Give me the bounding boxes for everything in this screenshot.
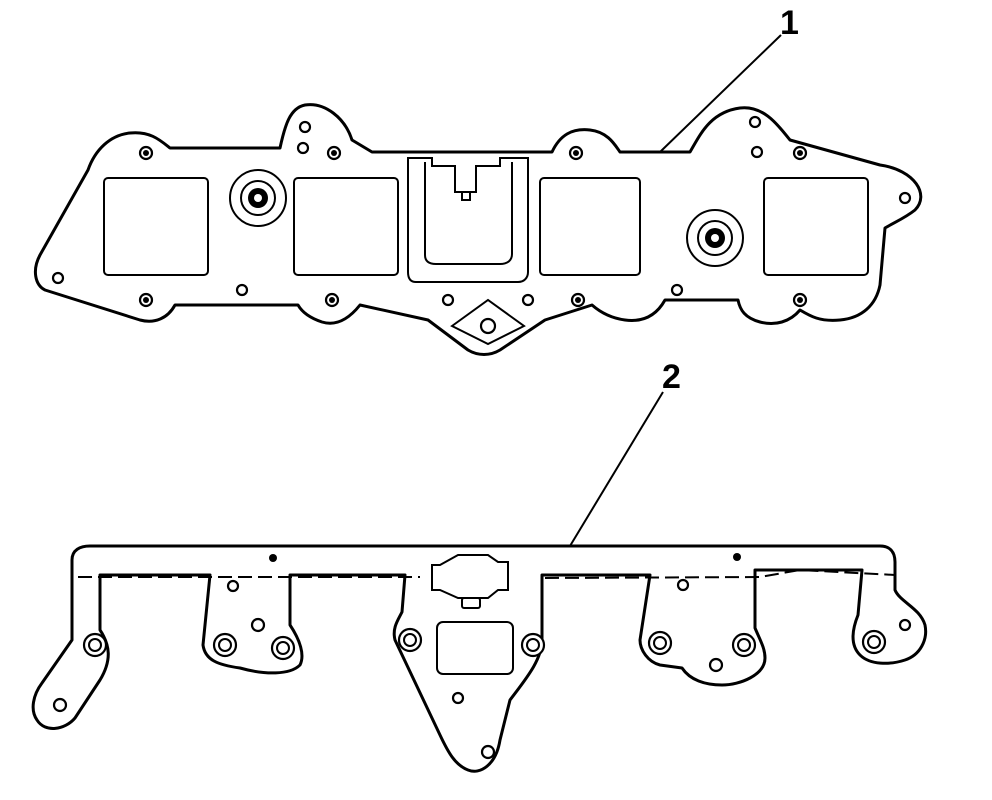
callout-1: 1 bbox=[659, 4, 799, 153]
upper-gasket bbox=[33, 103, 923, 356]
center-key-notch bbox=[455, 191, 476, 201]
lower-bracket bbox=[31, 544, 928, 773]
lower-bolt-bosses bbox=[82, 627, 887, 661]
callout-label-2: 2 bbox=[662, 358, 681, 396]
center-slot-outer bbox=[407, 157, 529, 283]
port-3 bbox=[539, 177, 641, 276]
center-slot-inner bbox=[424, 162, 513, 265]
diamond-tab-hole bbox=[479, 317, 497, 335]
leader-line-1 bbox=[659, 34, 782, 153]
connector-tab bbox=[461, 597, 481, 609]
callout-label-1: 1 bbox=[780, 4, 799, 42]
locator-dot-right bbox=[733, 553, 741, 561]
lower-bracket-outline bbox=[31, 544, 928, 773]
upper-small-holes bbox=[51, 115, 912, 307]
locator-dot-left bbox=[269, 554, 277, 562]
connector-cutout bbox=[431, 554, 509, 599]
leader-line-2 bbox=[569, 391, 664, 547]
port-1 bbox=[103, 177, 209, 276]
bend-line bbox=[78, 568, 896, 579]
port-4 bbox=[763, 177, 869, 276]
upper-gasket-outline bbox=[33, 103, 923, 356]
lower-small-holes bbox=[52, 578, 912, 760]
port-2 bbox=[293, 177, 399, 276]
stud-nut-right bbox=[686, 209, 744, 267]
diamond-tab bbox=[450, 298, 526, 346]
rect-window bbox=[436, 621, 514, 675]
upper-bolt-holes bbox=[138, 145, 808, 308]
callout-2: 2 bbox=[569, 358, 681, 547]
stud-nut-left bbox=[229, 169, 287, 227]
